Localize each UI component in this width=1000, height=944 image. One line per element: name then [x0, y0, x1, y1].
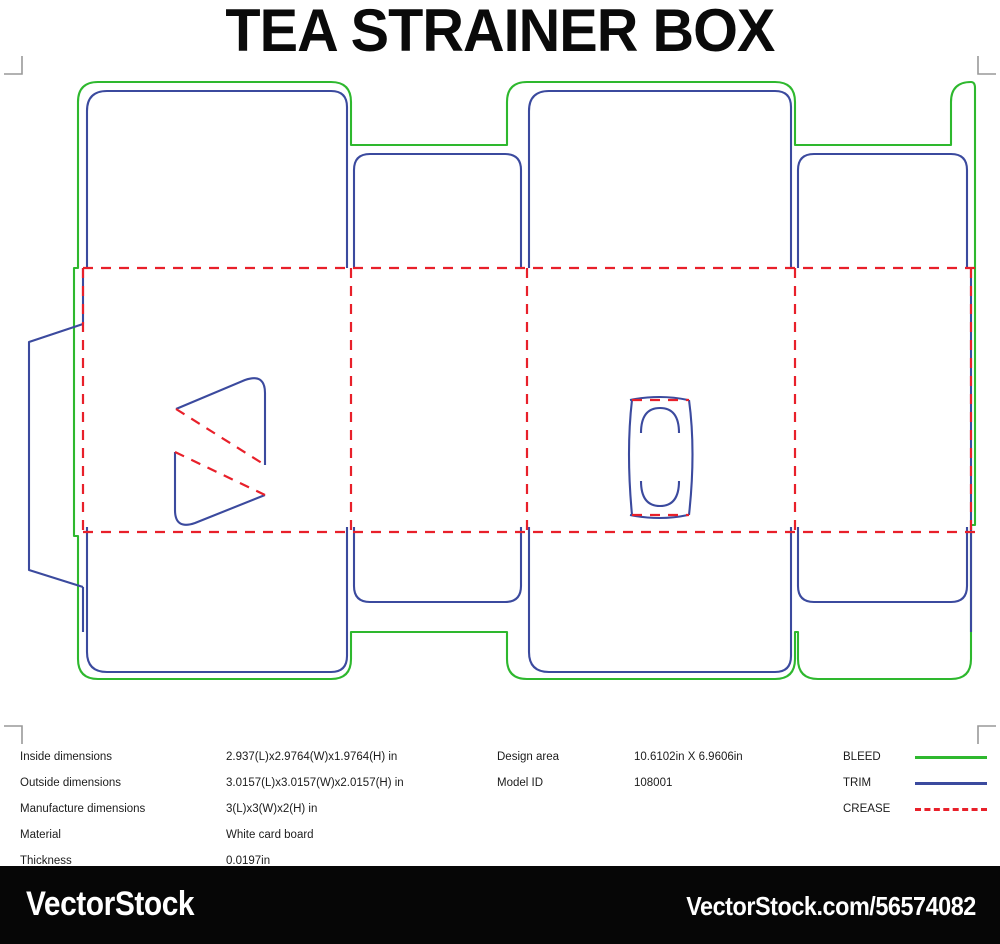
spec-label: Outside dimensions [20, 777, 121, 789]
crop-mark-bottom-left [4, 725, 23, 744]
trim-cut-oval-outline [627, 395, 694, 520]
trim-cut-triangle-upper [175, 377, 267, 465]
trim-flap-bottom-middle [527, 527, 793, 674]
spec-label: Design area [497, 751, 560, 763]
trim-outline-group [27, 89, 973, 674]
spec-row: Manufacture dimensions 3(L)x3(W)x2(H) in [20, 796, 480, 822]
spec-row: Inside dimensions 2.937(L)x2.9764(W)x1.9… [20, 744, 480, 770]
trim-glue-flap-left [27, 323, 84, 589]
legend-row-trim: TRIM [843, 770, 993, 796]
trim-tab-bottom-right [796, 527, 969, 604]
trim-flap-top-left [85, 89, 349, 268]
dieline-svg [4, 56, 996, 744]
trim-flap-top-middle [527, 89, 793, 268]
trim-tab-top-right [796, 152, 969, 268]
legend-row-bleed: BLEED [843, 744, 993, 770]
legend-swatch-crease-icon [915, 807, 987, 811]
trim-tab-bottom-left-mid [352, 527, 523, 604]
spec-value: 108001 [634, 777, 673, 789]
crease-triangle-upper [175, 408, 266, 466]
spec-value: White card board [226, 829, 314, 841]
legend-label: BLEED [843, 751, 881, 763]
trim-tab-top-left-mid [352, 152, 523, 268]
spec-label: Manufacture dimensions [20, 803, 146, 815]
crease-lines-group [81, 266, 975, 534]
spec-row: Model ID 108001 [497, 770, 827, 796]
watermark-url: VectorStock.com/56574082 [686, 891, 976, 921]
spec-label: Thickness [20, 855, 72, 866]
watermark-brand: VectorStock [26, 885, 195, 923]
spec-column-design: Design area 10.6102in X 6.9606in Model I… [497, 744, 827, 796]
bleed-outline-group [72, 80, 977, 681]
crop-mark-bottom-right [977, 725, 996, 744]
crease-triangle-lower [174, 451, 266, 496]
spec-column-dimensions: Inside dimensions 2.937(L)x2.9764(W)x1.9… [20, 744, 480, 866]
bleed-outline-main [72, 80, 977, 681]
legend-label: TRIM [843, 777, 872, 789]
watermark-bar: VectorStock VectorStock.com/56574082 [0, 866, 1000, 944]
crop-mark-top-left [4, 56, 23, 75]
spec-value: 3(L)x3(W)x2(H) in [226, 803, 318, 815]
specification-table: Inside dimensions 2.937(L)x2.9764(W)x1.9… [0, 744, 1000, 866]
crop-mark-top-right [977, 56, 996, 75]
dieline-drawing [0, 55, 1000, 745]
crop-marks-group [4, 56, 996, 744]
spec-row: Outside dimensions 3.0157(L)x3.0157(W)x2… [20, 770, 480, 796]
spec-label: Inside dimensions [20, 751, 113, 763]
legend-swatch-trim-icon [915, 781, 987, 785]
spec-label: Model ID [497, 777, 544, 789]
legend-row-crease: CREASE [843, 796, 993, 822]
spec-value: 10.6102in X 6.9606in [634, 751, 743, 763]
legend-label: CREASE [843, 803, 891, 815]
spec-value: 0.0197in [226, 855, 271, 866]
trim-cut-notch-bottom [639, 480, 681, 508]
trim-cut-triangle-lower [173, 452, 266, 526]
page-title: TEA STRAINER BOX [225, 0, 776, 64]
legend: BLEED TRIM CREASE [843, 744, 993, 822]
spec-value: 2.937(L)x2.9764(W)x1.9764(H) in [226, 751, 398, 763]
trim-cut-notch-top [639, 406, 681, 434]
legend-swatch-bleed-icon [915, 755, 987, 759]
spec-row: Material White card board [20, 822, 480, 848]
spec-value: 3.0157(L)x3.0157(W)x2.0157(H) in [226, 777, 404, 789]
spec-row: Thickness 0.0197in [20, 848, 480, 866]
spec-label: Material [20, 829, 61, 841]
title-bar: TEA STRAINER BOX [0, 0, 1000, 62]
trim-flap-bottom-left [85, 527, 349, 674]
spec-row: Design area 10.6102in X 6.9606in [497, 744, 827, 770]
